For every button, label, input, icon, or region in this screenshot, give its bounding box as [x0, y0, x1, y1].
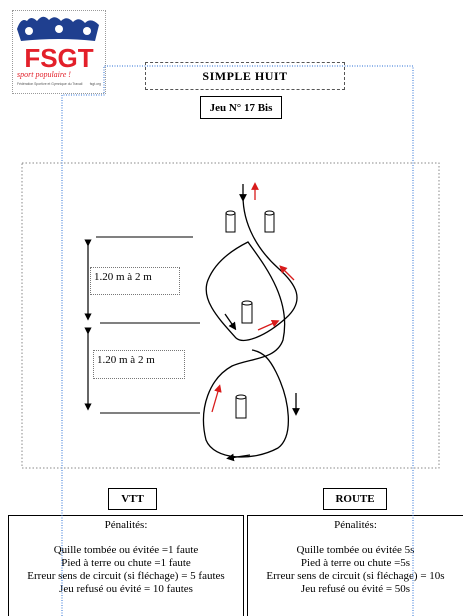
direction-arrow-icon	[211, 384, 222, 413]
vtt-penalties-heading: Pénalités:	[104, 519, 148, 531]
distance-label-top: 1.20 m à 2 m	[90, 267, 180, 295]
vtt-label: VTT	[108, 488, 157, 510]
logo-tagline: sport populaire !	[17, 70, 71, 79]
direction-arrow-icon	[224, 313, 237, 331]
route-penalty-line: Pied à terre ou chute =5s	[300, 557, 411, 569]
cone-icon	[241, 300, 253, 324]
course-area	[21, 162, 440, 469]
vtt-penalty-line: Quille tombée ou évitée =1 faute	[53, 544, 199, 556]
logo-subtitle: Fédération Sportive et Gymnique du Trava…	[17, 82, 83, 86]
route-penalty-line: Jeu refusé ou évité = 50s	[300, 583, 411, 595]
vtt-penalties-panel: Pénalités: Quille tombée ou évitée =1 fa…	[8, 515, 244, 616]
route-penalty-line: Quille tombée ou évitée 5s	[296, 544, 415, 556]
cone-icon	[225, 210, 236, 233]
route-penalties-heading: Pénalités:	[334, 519, 377, 531]
cone-icon	[264, 210, 275, 233]
route-penalties-panel: Pénalités: Quille tombée ou évitée 5s Pi…	[247, 515, 463, 616]
vtt-penalty-line: Pied à terre ou chute =1 faute	[61, 557, 191, 569]
cone-icon	[235, 394, 247, 419]
distance-label-bottom: 1.20 m à 2 m	[93, 350, 185, 379]
figure-eight-path	[202, 195, 298, 458]
vtt-penalty-line: Jeu refusé ou évité = 10 fautes	[59, 583, 193, 595]
vtt-penalty-line: Erreur sens de circuit (si fléchage) = 5…	[27, 570, 225, 582]
route-penalty-line: Erreur sens de circuit (si fléchage) = 1…	[266, 570, 445, 582]
route-label: ROUTE	[323, 488, 387, 510]
